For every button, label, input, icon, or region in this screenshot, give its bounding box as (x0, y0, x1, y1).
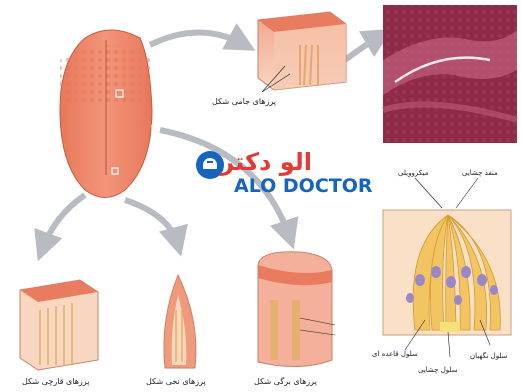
histology-micrograph (383, 5, 517, 143)
fungiform-label: پرزهای قارچی شکل (22, 377, 89, 386)
supporting-cell-label: سلول نگهبان (470, 351, 508, 360)
filiform-label: پرزهای نخی شکل (146, 377, 206, 386)
brand-logo: الو دکتر ALO DOCTOR (196, 148, 373, 197)
filiform-papilla (164, 275, 196, 368)
logo-text-fa: الو دکتر (219, 148, 312, 176)
tongue-illustration (60, 30, 158, 198)
epithelium-label: منفذ چشایی (462, 169, 498, 177)
circumvallate-papilla-block (258, 12, 346, 92)
fungiform-papilla-block (20, 280, 98, 370)
circumvallate-label: پرزهای جامی شکل (212, 97, 276, 106)
taste-bud-diagram (383, 178, 511, 357)
taste-pore-label: سلول قاعده ای (372, 350, 418, 358)
microvilli-label: میکروویلی (398, 169, 429, 177)
gustatory-cell-label: سلول چشایی (418, 366, 458, 374)
logo-text-en: ALO DOCTOR (234, 175, 373, 197)
foliate-label: پرزهای برگی شکل (254, 376, 317, 386)
foliate-papilla-block (258, 252, 335, 367)
